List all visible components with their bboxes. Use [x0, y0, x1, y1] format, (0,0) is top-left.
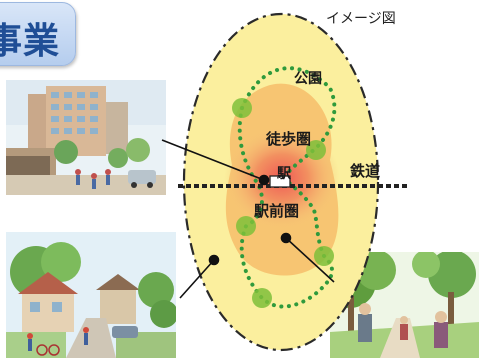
- green-nodes: [232, 98, 334, 308]
- station-marker: [269, 175, 291, 188]
- label-station: 駅: [277, 166, 291, 182]
- apartment-street-illustration: [6, 80, 166, 195]
- label-park: 公園: [294, 71, 322, 87]
- title-tab: [0, 2, 76, 66]
- label-railway: 鉄道: [350, 162, 381, 180]
- pointer-lines: [161, 139, 335, 299]
- figure-caption: イメージ図: [326, 11, 396, 27]
- label-station-front-area: 駅前圏: [254, 202, 300, 220]
- page-title: 事業: [0, 21, 61, 62]
- green-network-route: [237, 66, 337, 309]
- residential-street-illustration: [6, 232, 176, 358]
- label-walking-area: 徒歩圏: [266, 130, 312, 148]
